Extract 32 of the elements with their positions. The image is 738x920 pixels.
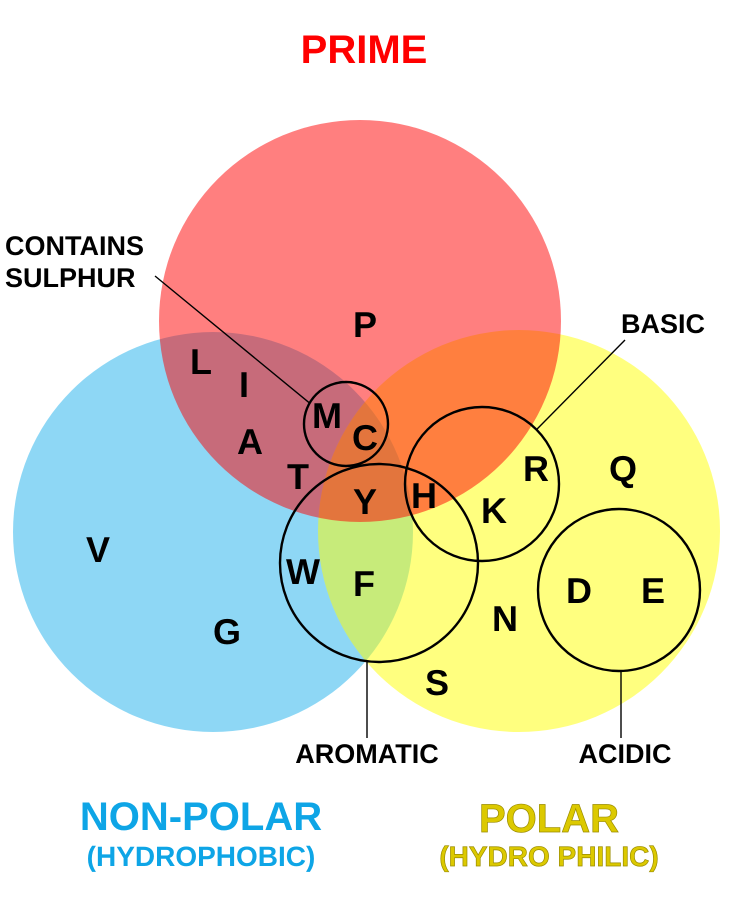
leader-line <box>536 340 626 430</box>
callout-label: BASIC <box>621 308 706 340</box>
leader-line <box>366 661 368 738</box>
letter-label: N <box>492 601 518 637</box>
letter-label: R <box>523 451 549 487</box>
letter-label: E <box>641 573 665 609</box>
letter-label: T <box>287 459 309 495</box>
set-title: POLAR <box>479 797 619 841</box>
letter-label: C <box>352 420 378 456</box>
letter-label: L <box>190 344 212 380</box>
letter-label: M <box>312 398 342 434</box>
letter-label: W <box>286 554 320 590</box>
leader-line <box>620 671 622 738</box>
letter-label: A <box>237 424 263 460</box>
letter-label: H <box>411 478 437 514</box>
set-subtitle: (HYDROPHOBIC) <box>86 841 316 873</box>
letter-label: Q <box>609 451 637 487</box>
callout-label: AROMATIC <box>295 738 439 770</box>
set-title: NON-POLAR <box>80 795 322 839</box>
letter-label: S <box>425 665 449 701</box>
callout-label: CONTAINS SULPHUR <box>5 230 155 294</box>
letter-label: Y <box>353 484 377 520</box>
set-subtitle: (HYDRO PHILIC) <box>439 841 659 873</box>
callout-label: ACIDIC <box>578 738 672 770</box>
letter-label: V <box>86 532 110 568</box>
letter-label: I <box>239 367 249 403</box>
letter-label: P <box>353 307 377 343</box>
set-title: PRIME <box>300 28 428 72</box>
letter-label: D <box>566 573 592 609</box>
letter-label: K <box>481 493 507 529</box>
letter-label: F <box>353 566 375 602</box>
letter-label: G <box>213 614 241 650</box>
